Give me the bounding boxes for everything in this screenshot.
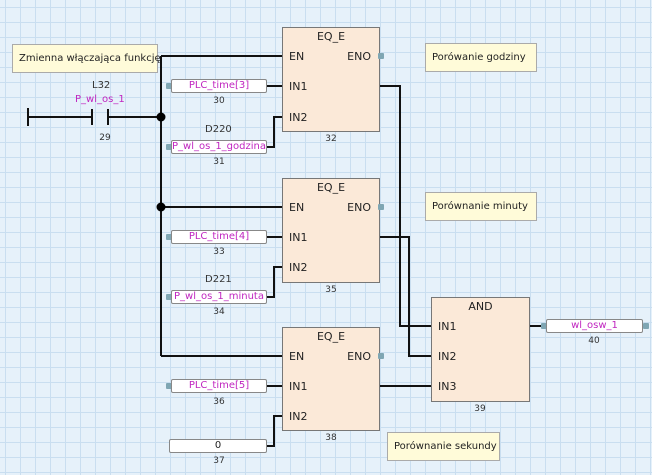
output-connector-right[interactable] [643, 323, 649, 329]
input-plc-time-5[interactable]: PLC_time[5] [171, 379, 267, 393]
contact-variable[interactable]: P_wl_os_1 [75, 94, 125, 105]
input-plc-time-3[interactable]: PLC_time[3] [171, 79, 267, 93]
and-block-number: 39 [474, 404, 486, 414]
pin-in1: IN1 [289, 80, 308, 93]
pin-en: EN [289, 201, 305, 214]
input-plc-time-4[interactable]: PLC_time[4] [171, 230, 267, 244]
pin-in2: IN2 [289, 261, 308, 274]
pin-in1: IN1 [289, 231, 308, 244]
input-minute-variable-number: 34 [213, 307, 225, 317]
eq1-to-and-wire [379, 85, 432, 327]
pin-in1: IN1 [289, 380, 308, 393]
input-connector[interactable] [166, 294, 172, 300]
input-connector[interactable] [166, 234, 172, 240]
pin-in2: IN2 [289, 410, 308, 423]
hour-var-address: D220 [205, 124, 232, 135]
eq-block-second-number: 38 [325, 433, 337, 443]
input-plc-time-3-number: 30 [213, 96, 225, 106]
block-type: EQ_E [316, 181, 346, 194]
comment-hour-compare[interactable]: Porówanie godziny [425, 43, 537, 72]
contact-number: 29 [99, 133, 111, 143]
eq-block-hour-number: 32 [325, 134, 337, 144]
eq-block-minute-number: 35 [325, 285, 337, 295]
output-wl-osw-1[interactable]: wl_osw_1 [546, 319, 643, 333]
contact-address: L32 [92, 80, 111, 91]
comment-enable-variable[interactable]: Zmienna włączająca funkcję [12, 44, 161, 73]
in2-wire-3 [266, 415, 283, 447]
input-connector[interactable] [166, 83, 172, 89]
eq-block-second[interactable]: EQ_E EN ENO IN1 IN2 [282, 327, 380, 431]
block-type: AND [468, 300, 493, 313]
input-plc-time-4-number: 33 [213, 247, 225, 257]
eq-block-hour[interactable]: EQ_E EN ENO IN1 IN2 [282, 27, 380, 132]
pin-in2: IN2 [438, 350, 457, 363]
input-connector[interactable] [166, 383, 172, 389]
block-type: EQ_E [316, 30, 346, 43]
pin-eno: ENO [347, 50, 371, 63]
pin-in3: IN3 [438, 380, 457, 393]
input-hour-variable-number: 31 [213, 157, 225, 167]
pin-en: EN [289, 350, 305, 363]
pin-in2: IN2 [289, 111, 308, 124]
in2-wire-1 [266, 116, 283, 148]
input-hour-variable[interactable]: P_wl_os_1_godzina [171, 140, 267, 154]
input-minute-variable[interactable]: P_wl_os_1_minuta [171, 290, 267, 304]
eno-connector-1[interactable] [378, 53, 384, 59]
block-type: EQ_E [316, 330, 346, 343]
input-constant-zero[interactable]: 0 [169, 439, 267, 453]
output-connector[interactable] [541, 323, 547, 329]
pin-en: EN [289, 50, 305, 63]
input-constant-zero-number: 37 [213, 456, 225, 466]
eno-connector-2[interactable] [378, 204, 384, 210]
eno-connector-3[interactable] [378, 353, 384, 359]
input-connector[interactable] [166, 144, 172, 150]
in2-wire-2 [266, 266, 283, 298]
comment-second-compare[interactable]: Porównanie sekundy [387, 432, 500, 461]
pin-eno: ENO [347, 350, 371, 363]
and-block[interactable]: AND IN1 IN2 IN3 [431, 297, 530, 402]
junction-dot-1 [156, 112, 166, 122]
pin-eno: ENO [347, 201, 371, 214]
pin-in1: IN1 [438, 320, 457, 333]
input-plc-time-5-number: 36 [213, 397, 225, 407]
eq-block-minute[interactable]: EQ_E EN ENO IN1 IN2 [282, 178, 380, 283]
eq2-to-and-wire [379, 236, 432, 357]
comment-minute-compare[interactable]: Porównanie minuty [425, 192, 537, 221]
minute-var-address: D221 [205, 274, 232, 285]
junction-dot-2 [156, 202, 166, 212]
output-number: 40 [588, 336, 600, 346]
